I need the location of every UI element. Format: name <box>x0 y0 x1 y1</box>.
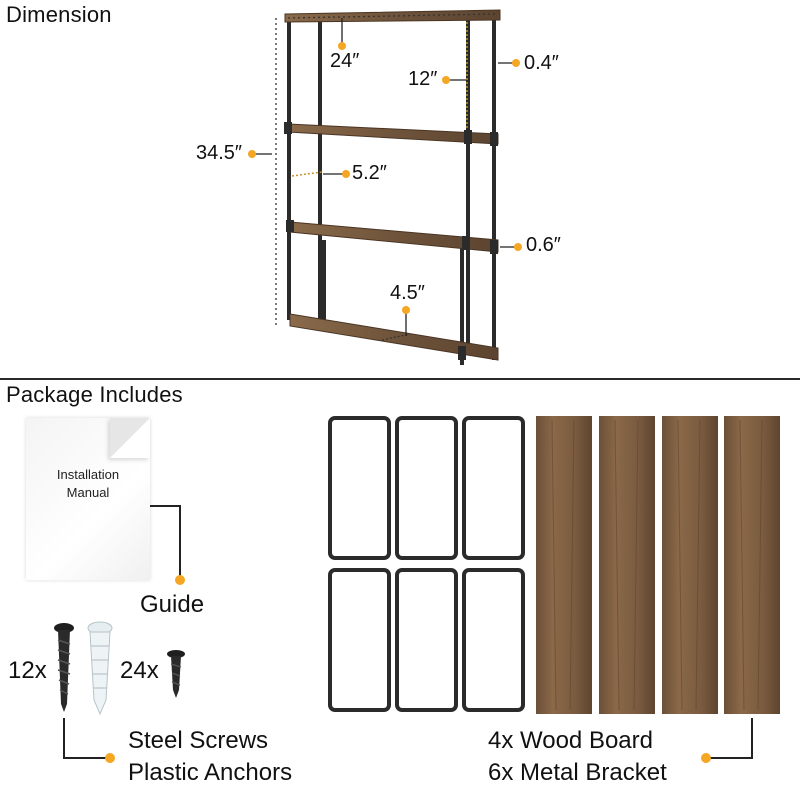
frame-rod-back-mid <box>318 20 322 320</box>
dimension-dot <box>342 170 350 178</box>
bracket-joint <box>458 346 466 360</box>
thickness-label: 0.6″ <box>526 234 561 256</box>
plastic-anchor-icon <box>87 621 113 716</box>
width-label: 24″ <box>330 50 360 72</box>
frame-rod-lower <box>322 240 326 330</box>
wood-board <box>724 416 780 714</box>
spacing-dim-line <box>291 171 323 177</box>
bracket-joint <box>286 220 294 232</box>
screws-count: 12x <box>8 657 47 684</box>
dimension-title: Dimension <box>6 2 112 27</box>
dimension-dot <box>402 306 410 314</box>
small-screw-icon <box>167 650 185 698</box>
frame-rod-lower-front <box>460 240 464 365</box>
metal-bracket <box>328 568 391 712</box>
height-label: 34.5″ <box>196 142 243 164</box>
guide-dot <box>175 575 185 585</box>
wood-board <box>536 416 592 714</box>
hardware-dot <box>105 753 115 763</box>
page-curl-icon <box>110 418 150 458</box>
tube-label: 0.4″ <box>524 52 559 74</box>
frame-rod-front-right <box>492 20 496 360</box>
package-title: Package Includes <box>6 382 183 407</box>
shelf-board-1 <box>284 9 501 23</box>
bracket-joint <box>490 132 498 146</box>
boards-dot <box>701 753 711 763</box>
wood-boards <box>536 416 780 714</box>
hardware-label-line-2: Plastic Anchors <box>128 759 293 786</box>
boards-label: 4x Wood Board <box>488 727 653 754</box>
manual-line-2: Manual <box>66 485 110 500</box>
dimension-dot <box>512 59 520 67</box>
dimension-dot <box>248 150 256 158</box>
frame-rod-back-left <box>287 20 291 320</box>
hardware-label-line-1: Steel Screws <box>128 727 269 754</box>
bracket-joint <box>462 236 470 250</box>
bracket-joint <box>284 122 292 134</box>
metal-bracket <box>395 568 458 712</box>
dimension-dot <box>514 243 522 251</box>
depth-label: 12″ <box>408 68 438 90</box>
spacing-label: 5.2″ <box>352 162 387 184</box>
metal-bracket <box>462 568 525 712</box>
dimension-dot <box>442 76 450 84</box>
shelf-diagram <box>248 9 522 365</box>
board-depth-label: 4.5″ <box>390 282 425 304</box>
metal-bracket <box>328 416 391 560</box>
wood-board <box>599 416 655 714</box>
section-divider <box>0 378 800 380</box>
dimension-dot <box>338 42 346 50</box>
frame-rod-front-mid <box>466 20 470 350</box>
installation-manual: Installation Manual <box>26 418 150 580</box>
anchors-count: 24x <box>120 657 159 684</box>
manual-line-1: Installation <box>56 467 120 482</box>
wood-board <box>662 416 718 714</box>
bracket-joint <box>464 130 472 144</box>
metal-bracket <box>395 416 458 560</box>
metal-brackets <box>328 416 525 712</box>
metal-bracket <box>462 416 525 560</box>
brackets-label: 6x Metal Bracket <box>488 759 667 786</box>
board-depth-dim-line <box>381 333 411 341</box>
guide-label: Guide <box>140 591 205 618</box>
bracket-joint <box>490 240 498 254</box>
steel-screw-icon <box>54 623 74 712</box>
